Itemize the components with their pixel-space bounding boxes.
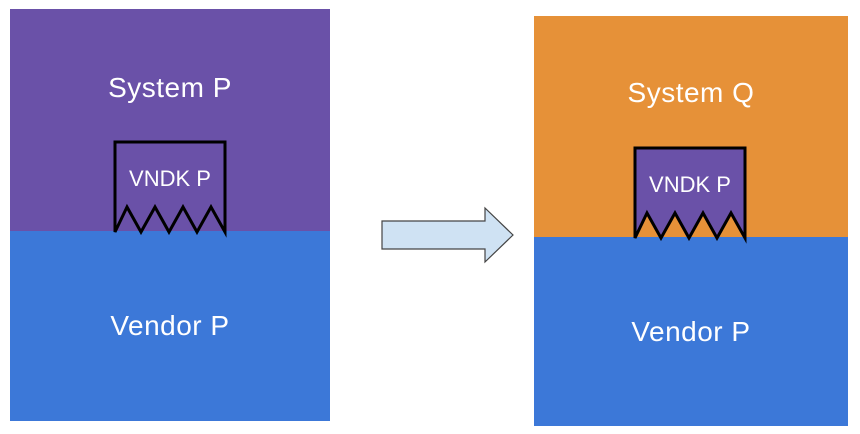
vndk-p-block-right: VNDK P (633, 146, 747, 244)
vendor-p-label: Vendor P (110, 310, 230, 341)
left-diagram: System P Vendor P VNDK P (10, 9, 330, 421)
vndk-p-label: VNDK P (129, 166, 211, 191)
vndk-p-block: VNDK P (113, 140, 227, 238)
vndk-p-shape-right (633, 146, 747, 244)
vendor-p-region: Vendor P (10, 231, 330, 421)
arrow-shape (381, 206, 514, 264)
system-q-label: System Q (627, 76, 755, 108)
vendor-p-region-right: Vendor P (534, 237, 848, 426)
vndk-p-label-right: VNDK P (649, 172, 731, 197)
transition-arrow (381, 206, 514, 264)
system-p-label: System P (108, 71, 232, 103)
vendor-p-label-right: Vendor P (631, 315, 751, 347)
system-q-region: System Q (534, 16, 848, 237)
right-diagram: System Q Vendor P VNDK P (534, 16, 848, 426)
vndk-p-shape (113, 140, 227, 238)
